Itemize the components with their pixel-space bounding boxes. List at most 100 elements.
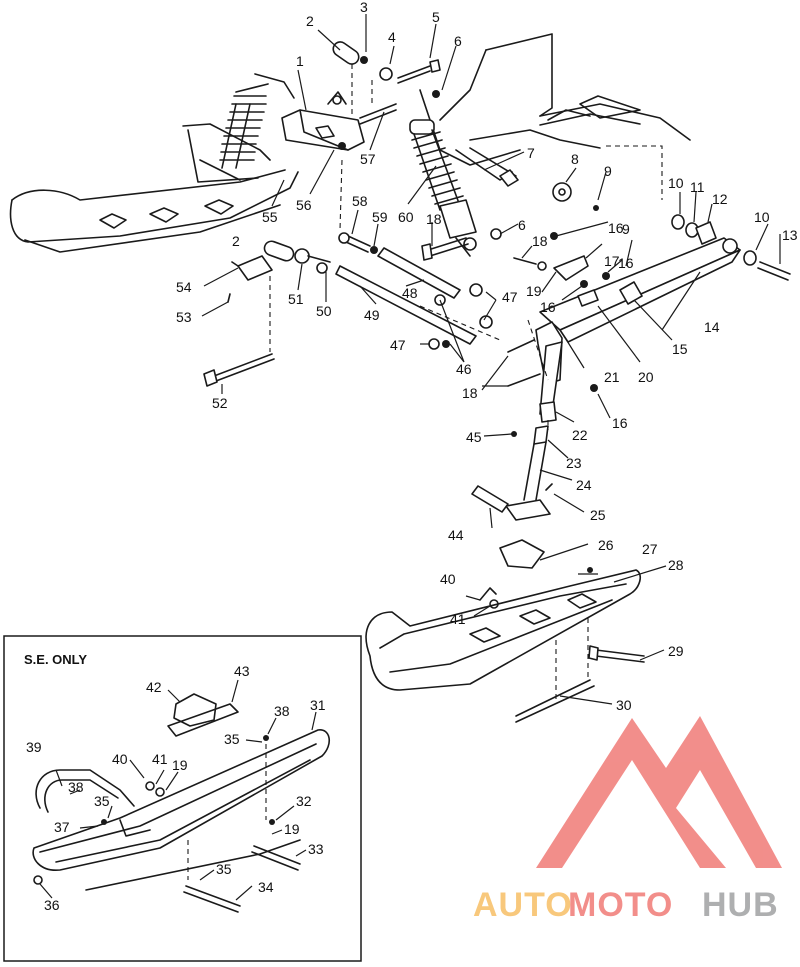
callout-57: 57 xyxy=(360,151,376,167)
callout-7: 7 xyxy=(527,145,535,161)
callout-10: 10 xyxy=(668,175,684,191)
washer xyxy=(379,67,393,81)
callout-19: 19 xyxy=(526,283,542,299)
inset-callout-19b: 19 xyxy=(284,821,300,837)
callout-18: 18 xyxy=(532,233,548,249)
inset-washer xyxy=(155,787,165,797)
nut xyxy=(370,246,378,254)
washer xyxy=(671,214,685,230)
inset-nut xyxy=(101,819,107,825)
bushing-hole xyxy=(558,188,566,196)
callout-41: 41 xyxy=(450,611,466,627)
inset-plate xyxy=(167,703,239,737)
washer xyxy=(428,338,440,350)
callout-18b: 18 xyxy=(426,211,442,227)
callout-47: 47 xyxy=(390,337,406,353)
callout-25: 25 xyxy=(590,507,606,523)
link-strap xyxy=(263,240,295,262)
inset-saddle xyxy=(173,693,217,727)
inset-callout-35c: 35 xyxy=(216,861,232,877)
callout-9: 9 xyxy=(604,163,612,179)
bolt-head xyxy=(429,59,441,73)
inset-nut xyxy=(263,735,269,741)
inset-callout-35b: 35 xyxy=(94,793,110,809)
callout-46: 46 xyxy=(456,361,472,377)
washer xyxy=(537,261,547,271)
callout-54: 54 xyxy=(176,279,192,295)
inset-callout-35: 35 xyxy=(224,731,240,747)
link-strap xyxy=(332,41,360,65)
inset-callout-34: 34 xyxy=(258,879,274,895)
callout-8: 8 xyxy=(571,151,579,167)
callout-16b: 16 xyxy=(618,255,634,271)
stop-block xyxy=(577,289,599,307)
long-bolt xyxy=(213,353,275,382)
inset-ski-edge xyxy=(39,743,317,853)
washer xyxy=(743,250,757,266)
watermark-text-hub: HUB xyxy=(702,886,779,924)
callout-16c: 16 xyxy=(540,299,556,315)
inset-title: S.E. ONLY xyxy=(24,652,87,667)
bolt xyxy=(397,65,431,84)
callout-11: 11 xyxy=(690,179,705,195)
inset-callout-42: 42 xyxy=(146,679,162,695)
callout-26: 26 xyxy=(598,537,614,553)
nut xyxy=(590,384,598,392)
chassis-frame xyxy=(419,33,691,166)
watermark-text-auto: AUTO xyxy=(473,886,573,924)
bolt xyxy=(757,261,791,281)
tie-rod xyxy=(377,247,461,299)
inset-ski-loop-inner xyxy=(44,779,119,813)
inset-nut xyxy=(269,819,275,825)
nut xyxy=(550,232,558,240)
callout-numbers: 1 2 3 4 5 6 7 8 9 10 11 12 10 13 14 15 1… xyxy=(176,0,798,713)
callout-53: 53 xyxy=(176,309,192,325)
grease-fitting xyxy=(593,205,599,211)
callout-30: 30 xyxy=(616,697,632,713)
inset-long-bolt xyxy=(183,885,241,913)
plate-tab xyxy=(231,261,239,267)
cotter-pin xyxy=(479,587,497,601)
callout-1: 1 xyxy=(296,53,304,69)
bolt xyxy=(345,235,371,253)
inset-callout-32: 32 xyxy=(296,793,312,809)
inset-callout-39: 39 xyxy=(26,739,42,755)
inset-wear-bar xyxy=(85,839,301,891)
callout-28: 28 xyxy=(668,557,684,573)
callout-14: 14 xyxy=(704,319,720,335)
watermark-logo-mark xyxy=(536,716,782,868)
callout-29: 29 xyxy=(668,643,684,659)
callout-2b: 2 xyxy=(232,233,240,249)
bolt xyxy=(359,103,397,125)
watermark-text: AUTO MOTO HUB xyxy=(473,886,779,924)
automotohub-watermark xyxy=(536,716,782,868)
inset-callout-36: 36 xyxy=(44,897,60,913)
steering-stop xyxy=(553,255,589,281)
nut xyxy=(360,56,368,64)
clamp-block xyxy=(619,281,643,305)
nut xyxy=(432,90,440,98)
watermark-text-moto: MOTO xyxy=(568,886,673,924)
inset-washer xyxy=(145,781,155,791)
bolt-head xyxy=(338,232,350,244)
washer xyxy=(294,248,310,264)
bolt xyxy=(513,257,537,265)
callout-2: 2 xyxy=(306,13,314,29)
inset-callout-19: 19 xyxy=(172,757,188,773)
inset-bolt xyxy=(251,845,301,871)
callout-10b: 10 xyxy=(754,209,770,225)
callout-21: 21 xyxy=(604,369,620,385)
inset-ski-lower-edge xyxy=(55,759,311,863)
bolt-head xyxy=(203,369,218,387)
spindle-bracket xyxy=(281,91,365,151)
inset-callout-43: 43 xyxy=(234,663,250,679)
callout-5: 5 xyxy=(432,9,440,25)
callout-4: 4 xyxy=(388,29,396,45)
inset-ski-rib xyxy=(119,819,151,837)
left-shock-absorber xyxy=(219,83,269,169)
callout-15: 15 xyxy=(672,341,688,357)
callout-16d: 16 xyxy=(612,415,628,431)
main-ski xyxy=(365,567,642,723)
callout-18c: 18 xyxy=(462,385,478,401)
